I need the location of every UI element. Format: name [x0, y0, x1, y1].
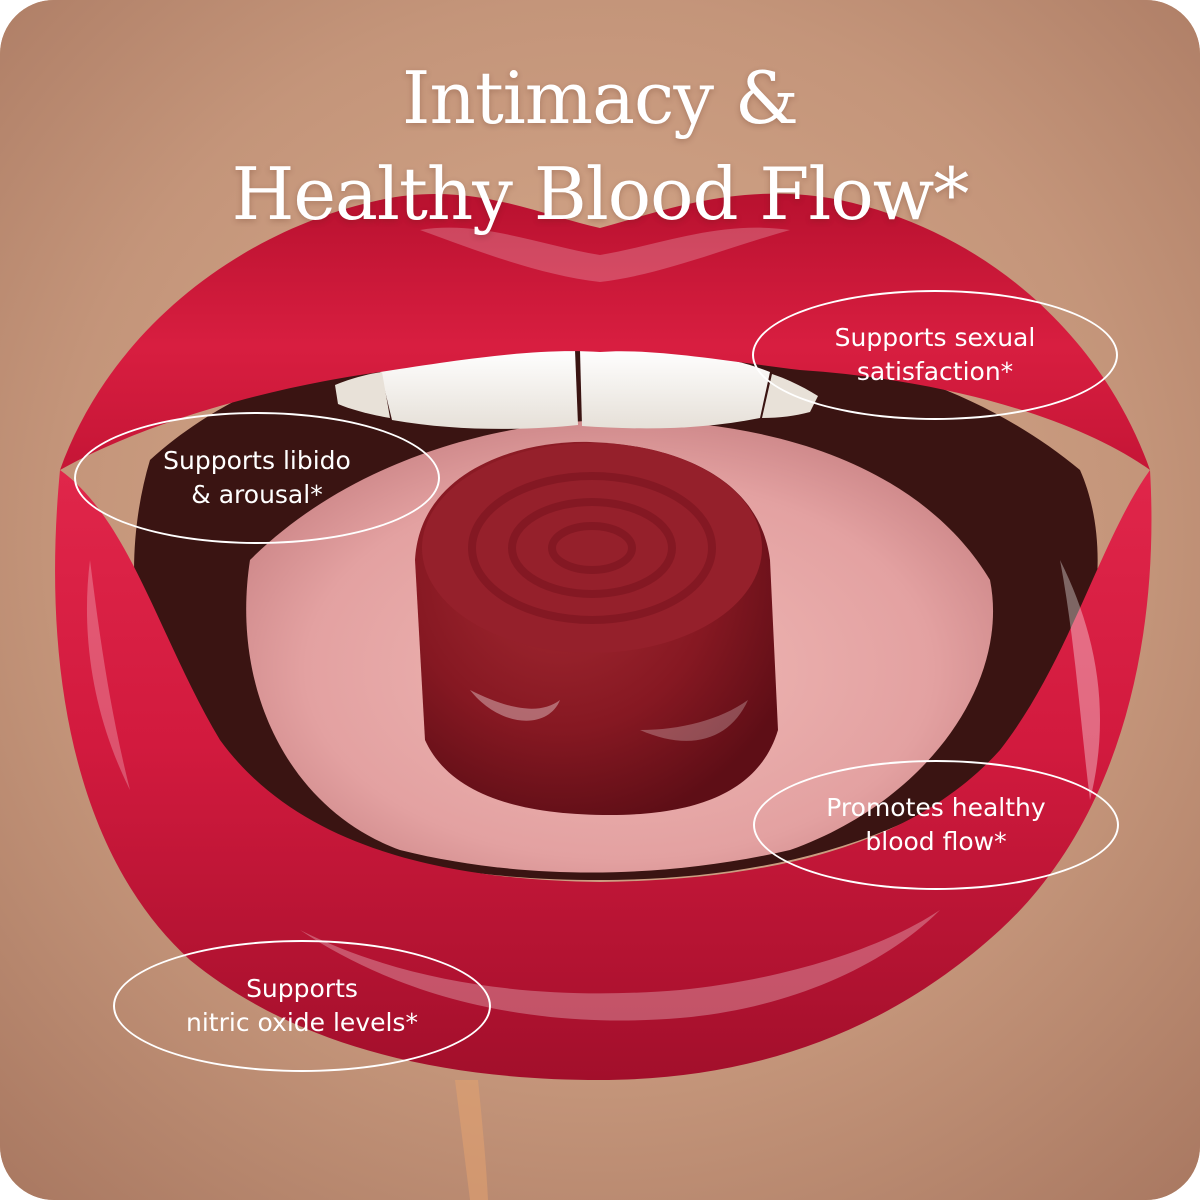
benefit-nitric-line-2: nitric oxide levels*	[186, 1008, 418, 1037]
benefit-flow-line-1: Promotes healthy	[826, 793, 1046, 822]
benefit-nitric-oxide-badge: Supports nitric oxide levels*	[113, 940, 491, 1072]
benefit-libido-line-2: & arousal*	[191, 480, 323, 509]
benefit-sexual-satisfaction-badge: Supports sexual satisfaction*	[752, 290, 1118, 420]
benefit-sexual-line-1: Supports sexual	[834, 323, 1036, 352]
benefit-libido-line-1: Supports libido	[163, 446, 351, 475]
title-line-2: Healthy Blood Flow*	[231, 152, 970, 236]
benefit-nitric-line-1: Supports	[246, 974, 358, 1003]
benefit-sexual-line-2: satisfaction*	[856, 357, 1014, 386]
title-line-1: Intimacy &	[402, 56, 799, 140]
page-title: Intimacy & Healthy Blood Flow*	[0, 50, 1200, 242]
benefit-flow-line-2: blood flow*	[865, 827, 1007, 856]
benefit-blood-flow-badge: Promotes healthy blood flow*	[753, 760, 1119, 890]
benefit-libido-badge: Supports libido & arousal*	[74, 412, 440, 544]
